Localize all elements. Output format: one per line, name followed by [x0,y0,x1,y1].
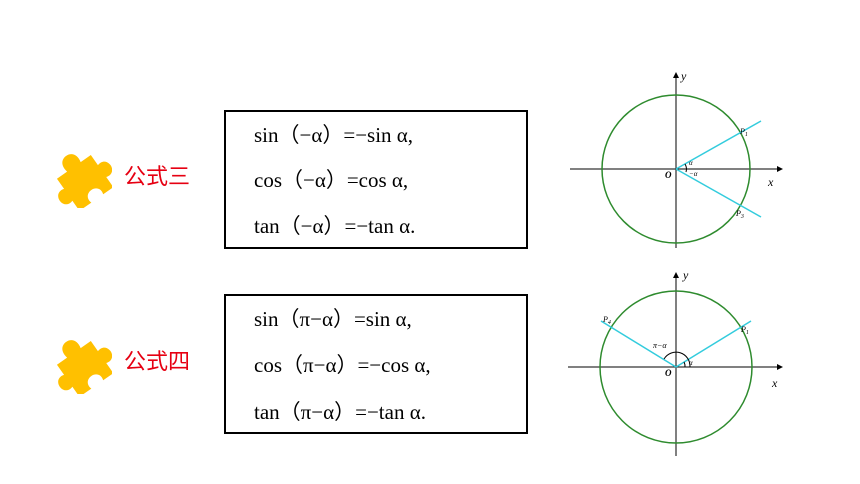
x-axis-label: x [771,376,778,390]
angle-pi-minus-alpha-label: π−α [653,341,667,350]
tangent-identity: tan（π−α）=−tan α. [254,400,426,424]
sine-identity: sin（−α）=−sin α, [254,123,414,147]
tangent-identity: tan（−α）=−tan α. [254,214,416,238]
cosine-identity: cos（−α）=cos α, [254,168,409,192]
sine-identity: sin（π−α）=sin α, [254,307,412,331]
unit-circle [601,94,751,244]
point-p1-label: P1 [740,325,749,336]
point-p4-label: P4 [602,315,611,326]
origin-label: O [665,368,672,378]
origin-label: O [665,170,672,180]
puzzle-piece-icon [56,154,112,208]
angle-negative-alpha-label: −α [689,170,698,178]
y-axis-label: y [682,268,689,282]
formula-label: 公式三 [124,165,191,190]
y-axis-label: y [680,70,687,83]
point-p3-label: P3 [735,209,744,220]
unit-circle [599,290,753,444]
ray-alpha [675,320,752,368]
puzzle-piece-icon [56,340,112,394]
formula-label: 公式四 [124,350,191,375]
cosine-identity: cos（π−α）=−cos α, [254,353,431,377]
unit-circle-diagram-pi-minus-angle: x y O α π−α P1 P4 [568,268,783,456]
unit-circle-diagram-negative-angle: x y O α −α P1 P3 [570,70,783,248]
ray-negative-alpha [675,168,762,218]
angle-alpha-label: α [689,359,693,367]
x-axis-label: x [767,175,774,189]
formula-box: sin（π−α）=sin α, cos（π−α）=−cos α, tan（π−α… [224,294,528,434]
formula-box: sin（−α）=−sin α, cos（−α）=cos α, tan（−α）=−… [224,110,528,249]
point-p1-label: P1 [739,127,748,138]
ray-alpha [675,120,762,170]
ray-pi-minus-alpha [600,320,677,368]
angle-alpha-label: α [689,159,693,167]
